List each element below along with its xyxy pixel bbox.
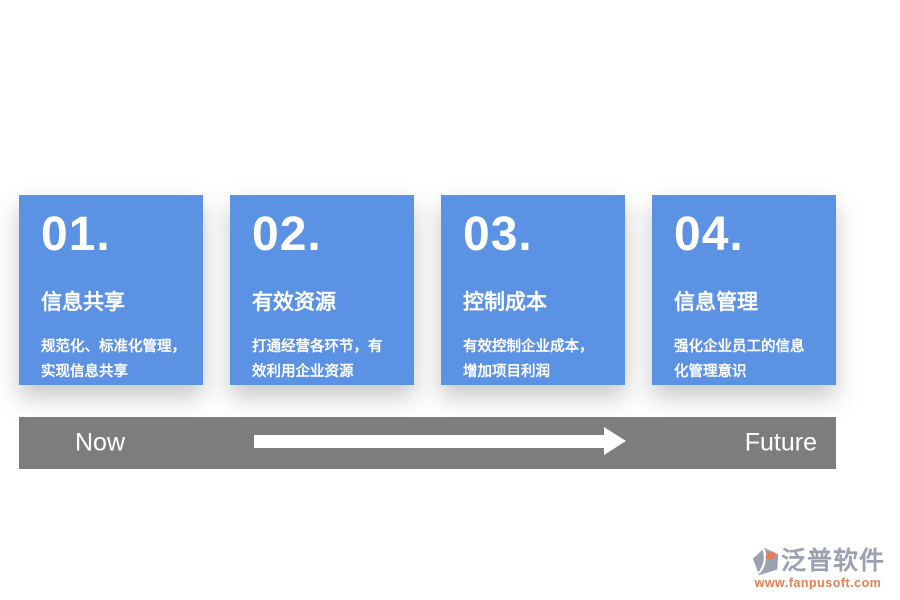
timeline-end-label: Future [744, 428, 817, 457]
card-description-line: 规范化、标准化管理， [41, 338, 186, 355]
card-effective-resources: 02. 有效资源 打通经营各环节，有 效利用企业资源 [230, 195, 414, 385]
card-description-line: 增加项目利润 [463, 363, 550, 380]
card-title: 信息管理 [674, 290, 758, 314]
logo-name: 泛普软件 [780, 547, 885, 575]
timeline-bar: Now Future [19, 417, 836, 469]
logo-row: 泛普软件 [751, 547, 885, 576]
card-cost-control: 03. 控制成本 有效控制企业成本， 增加项目利润 [441, 195, 625, 385]
card-description: 打通经营各环节，有 效利用企业资源 [252, 335, 398, 385]
timeline-arrow-shaft [254, 435, 604, 448]
card-description-line: 化管理意识 [674, 363, 747, 380]
card-title: 信息共享 [41, 290, 125, 314]
card-number: 01. [41, 208, 111, 261]
timeline-arrow-head-icon [604, 427, 626, 455]
card-description-line: 有效控制企业成本， [463, 338, 594, 355]
card-information-management: 04. 信息管理 强化企业员工的信息 化管理意识 [652, 195, 836, 385]
fanpusoft-logo-icon [752, 547, 779, 576]
logo-url: www.fanpusoft.com [754, 576, 882, 590]
card-information-sharing: 01. 信息共享 规范化、标准化管理， 实现信息共享 [19, 195, 203, 385]
benefit-cards: 01. 信息共享 规范化、标准化管理， 实现信息共享 02. 有效资源 打通经营… [19, 195, 836, 385]
timeline-start-label: Now [75, 428, 126, 457]
card-description-line: 强化企业员工的信息 [674, 338, 805, 355]
card-number: 03. [463, 208, 533, 261]
fanpusoft-logo: 泛普软件 www.fanpusoft.com [751, 547, 885, 590]
card-description: 有效控制企业成本， 增加项目利润 [463, 335, 609, 385]
card-description-line: 打通经营各环节，有 [252, 338, 383, 355]
card-title: 控制成本 [463, 290, 547, 314]
card-description-line: 实现信息共享 [41, 363, 128, 380]
card-description: 规范化、标准化管理， 实现信息共享 [41, 335, 187, 385]
card-number: 02. [252, 208, 322, 261]
card-description: 强化企业员工的信息 化管理意识 [674, 335, 820, 385]
card-title: 有效资源 [252, 290, 336, 314]
card-description-line: 效利用企业资源 [252, 363, 354, 380]
card-number: 04. [674, 208, 744, 261]
